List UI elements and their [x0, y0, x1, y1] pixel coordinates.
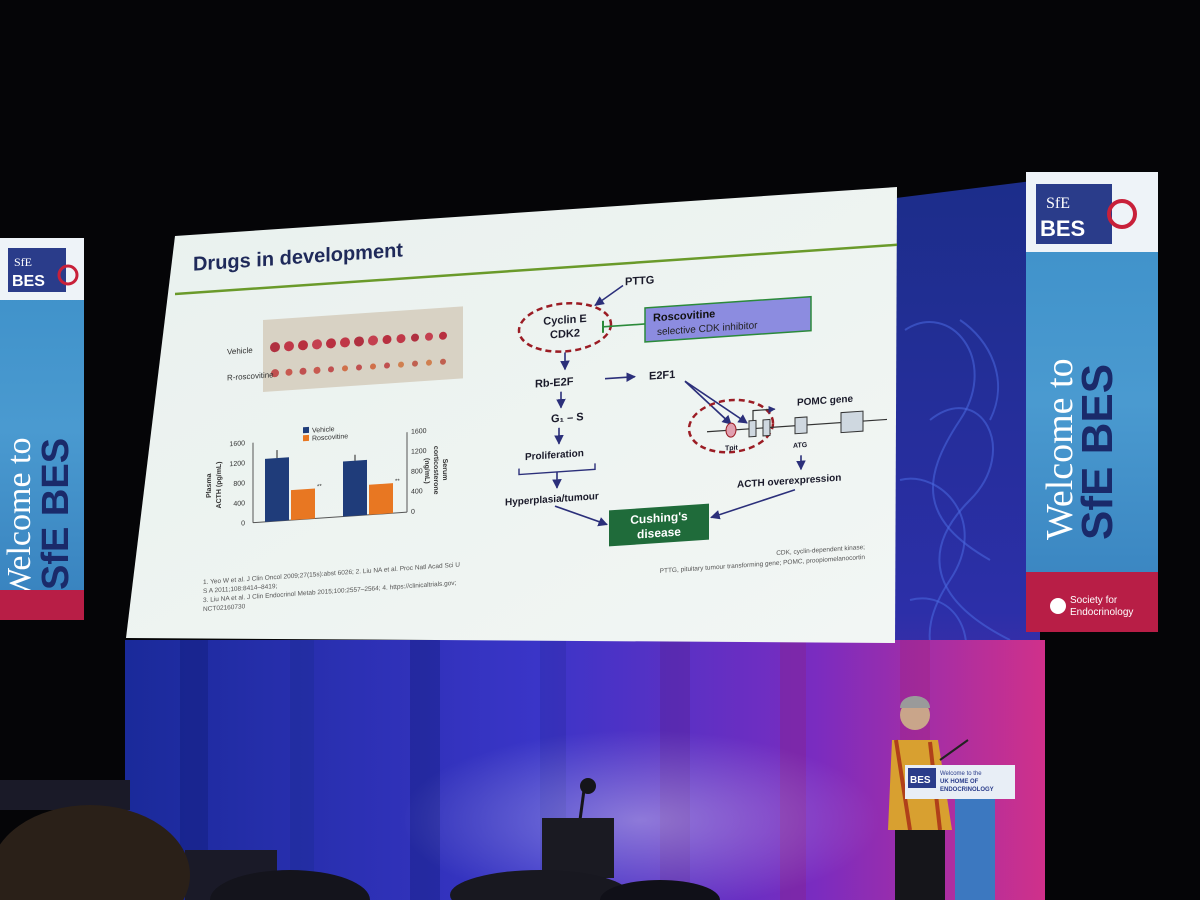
g1-s-label: G₁ – S — [551, 411, 584, 425]
bar-acth-roscovitine — [291, 488, 315, 521]
left-tick: 0 — [241, 520, 245, 527]
bar-cort-roscovitine — [369, 483, 393, 515]
bar-cort-vehicle — [343, 459, 367, 517]
right-tick: 1600 — [411, 428, 427, 436]
arrow-hyper-cushing — [554, 505, 608, 527]
left-banner-logo-bes: BES — [12, 273, 45, 290]
significance-mark: ** — [317, 484, 322, 490]
left-banner-welcome: Welcome to — [1, 438, 38, 600]
left-tick: 800 — [233, 480, 245, 488]
pttg-label: PTTG — [625, 274, 654, 288]
exon-box — [840, 410, 864, 434]
left-tick: 400 — [233, 500, 245, 508]
center-microphone — [542, 778, 614, 878]
arrow-rb-e2f1 — [605, 372, 636, 383]
tumour-photo: Vehicle R-roscovitine — [227, 306, 463, 393]
audience — [0, 780, 720, 900]
arrow-pttg-cyclin — [594, 284, 624, 307]
cyclin-e-label: Cyclin E — [543, 313, 586, 328]
legend-swatch-vehicle — [303, 426, 309, 434]
left-banner-brand: SfE BES — [35, 438, 77, 590]
left-axis-label-2: ACTH (pg/mL) — [216, 461, 223, 508]
right-tick: 0 — [411, 509, 415, 516]
arrow-e2f1-tpit-2 — [684, 380, 748, 424]
right-banner-welcome: Welcome to — [1039, 358, 1081, 540]
spotlight-glow — [400, 730, 880, 900]
right-banner: SfE BES Welcome to SfE BES Society for E… — [1026, 172, 1158, 632]
legend-roscovitine: Roscovitine — [312, 433, 348, 442]
proliferation-label: Proliferation — [525, 448, 584, 463]
right-tick: 400 — [411, 488, 423, 496]
roscovitine-tumours — [271, 358, 446, 378]
right-tick: 1200 — [411, 448, 427, 456]
society-logo-icon — [1050, 598, 1066, 614]
left-banner-logo-sfe: SfE — [14, 255, 32, 269]
right-banner-logo-ring — [1107, 199, 1137, 229]
left-banner-logo-ring — [57, 264, 79, 286]
arrow-acth-cushing — [710, 488, 796, 520]
right-axis-label-3: (ng/mL) — [423, 458, 430, 484]
right-axis-label-2: corticosterone — [432, 446, 439, 495]
cushings-line2: disease — [637, 524, 681, 541]
tpit-label: Tpit — [725, 445, 738, 453]
right-tick: 800 — [411, 468, 423, 476]
roscovitine-title: Roscovitine — [653, 308, 715, 324]
roscovitine-box — [644, 295, 812, 343]
society-line2: Endocrinology — [1070, 607, 1133, 618]
cushings-line1: Cushing's — [630, 509, 688, 527]
podium: BES Welcome to the UK HOME OF ENDOCRINOL… — [905, 739, 1015, 900]
cushings-box — [609, 503, 709, 547]
significance-mark: ** — [395, 479, 400, 485]
atg-label: ATG — [793, 442, 808, 450]
bar-acth-vehicle — [265, 457, 289, 522]
tpit-dashed-circle — [687, 398, 775, 454]
cdk2-label: CDK2 — [550, 327, 580, 341]
exon-box — [794, 416, 808, 435]
right-axis-label-1: Serum — [441, 459, 448, 481]
right-banner-logo-bes: BES — [1040, 216, 1085, 241]
right-banner-logo-sfe: SfE — [1046, 195, 1070, 212]
e2f1-label: E2F1 — [649, 369, 675, 383]
left-tick: 1200 — [229, 460, 245, 468]
vehicle-row-label: Vehicle — [227, 346, 253, 357]
vehicle-tumours — [270, 331, 447, 353]
backdrop-swirl-pattern — [899, 319, 1011, 721]
left-banner: SfE BES Welcome to SfE BES — [0, 238, 84, 620]
roscovitine-row-label: R-roscovitine — [227, 370, 274, 382]
society-line1: Society for — [1070, 595, 1118, 606]
title-rule — [175, 243, 897, 296]
left-tick: 1600 — [229, 440, 245, 448]
reference-line: NCT02160730 — [203, 603, 246, 613]
podium-line1: Welcome to the — [940, 771, 982, 777]
podium-line2: UK HOME OF — [940, 779, 979, 785]
legend-vehicle: Vehicle — [312, 426, 335, 435]
right-banner-brand: SfE BES — [1073, 364, 1122, 540]
bar-chart: 0 400 800 1200 1600 0 400 800 1200 1600 … — [206, 426, 448, 527]
tpit-element — [725, 422, 737, 438]
podium-line3: ENDOCRINOLOGY — [940, 787, 994, 793]
left-axis-label-1: Plasma — [206, 473, 213, 498]
microphone — [939, 739, 969, 761]
exon-box — [748, 419, 757, 438]
rb-e2f-label: Rb-E2F — [535, 376, 574, 391]
legend-swatch-roscovitine — [303, 434, 309, 442]
arrow-e2f1-tpit-1 — [684, 380, 732, 425]
podium-logo: BES — [910, 775, 931, 786]
exon-box — [762, 418, 771, 437]
inhibition-line — [603, 323, 645, 328]
cyclin-dashed-circle — [517, 301, 613, 353]
pomc-gene-label: POMC gene — [797, 394, 853, 409]
tss-arrow — [752, 405, 776, 421]
